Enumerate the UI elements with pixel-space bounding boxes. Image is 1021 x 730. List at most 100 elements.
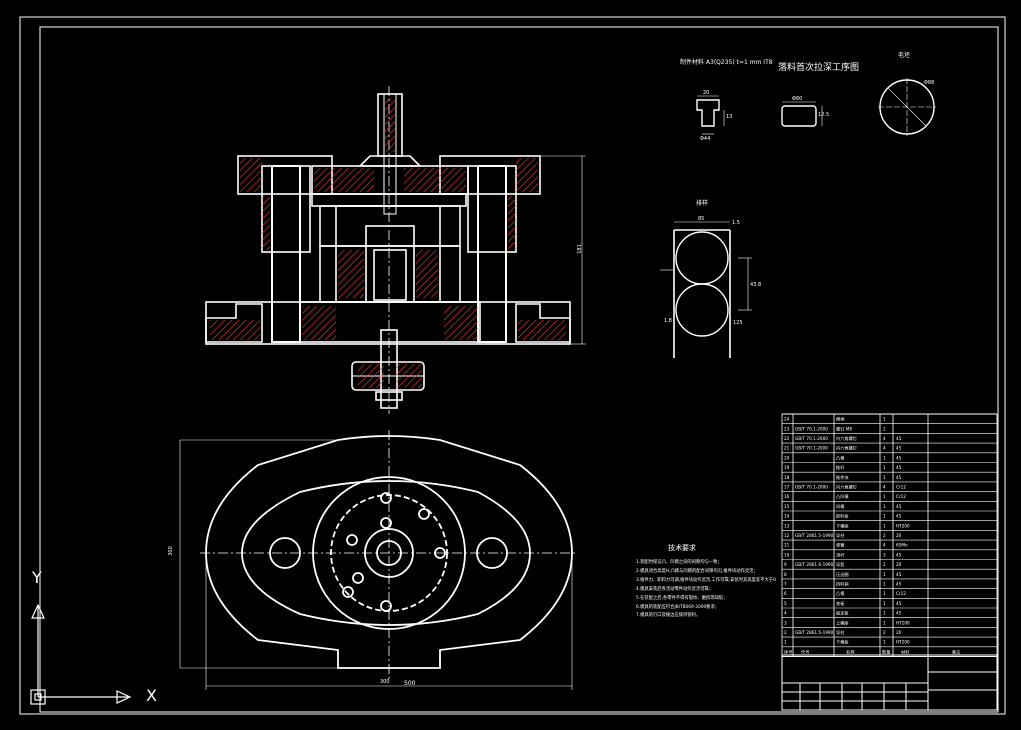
dim-blank-dia: Φ88 [924, 80, 935, 86]
bom-cell-name: 导柱 [836, 532, 845, 539]
bom-cell-no: 6 [784, 591, 787, 596]
plan-view [179, 430, 578, 690]
bom-cell-no: 15 [784, 504, 790, 509]
bom-cell-mat: HT200 [896, 640, 910, 645]
dim-strip-gap: 1.5 [732, 220, 740, 226]
bom-cell-mat: 45 [896, 436, 902, 441]
bom-cell-mat: HT200 [896, 523, 910, 528]
bom-cell-mat: Cr12 [896, 485, 906, 490]
bom-cell-std: GB/T 70.1-2000 [795, 485, 828, 490]
bom-cell-name: 螺钉 M8 [836, 425, 852, 432]
bom-cell-mat: 45 [896, 611, 902, 616]
bom-cell-name: 推杆 [836, 464, 845, 471]
bom-cell-qty: 1 [883, 455, 886, 460]
bom-cell-no: 9 [784, 562, 787, 567]
bom-cell-no: 13 [784, 523, 790, 528]
bom-cell-mat: 45 [896, 601, 902, 606]
dim-dish-dia: Φ80 [792, 96, 803, 102]
bom-cell-qty: 1 [883, 514, 886, 519]
dim-plate-width-2: 500 [404, 680, 416, 687]
bom-header-mat: 材料 [901, 648, 910, 655]
bom-cell-name: 内六角螺钉 [836, 484, 858, 491]
dim-cup-dia: Φ44 [700, 136, 711, 142]
bom-cell-name: 固定板 [836, 610, 849, 617]
bom-cell-qty: 1 [883, 582, 886, 587]
tech-req-line: 4.模具安装后各活动零件动作灵活可靠； [636, 586, 714, 592]
bom-cell-no: 10 [784, 552, 790, 557]
bom-cell-qty: 4 [883, 436, 886, 441]
bom-cell-name: 凹模 [836, 503, 845, 510]
bom-cell-mat: 45 [896, 514, 902, 519]
bom-cell-qty: 1 [883, 572, 886, 577]
bom-cell-name: 凸凹模 [836, 493, 849, 500]
bom-cell-qty: 2 [883, 426, 886, 431]
bom-header-note: 备注 [952, 648, 961, 655]
bom-cell-name: 凸模 [836, 454, 845, 461]
dim-plate-height: 300 [167, 546, 174, 556]
bom-cell-name: 弹簧 [836, 542, 844, 549]
bom-cell-mat: 20 [896, 533, 902, 538]
bom-cell-no: 18 [784, 475, 790, 480]
tech-req-line: 1.装配时保证凸、凹模之间的间隙均匀一致； [636, 560, 722, 565]
dim-strip-edge: 1.8 [664, 318, 672, 324]
tech-req-line: 6.模具的装配应符合JB/T8069-2000要求； [636, 604, 720, 610]
bom-cell-mat: 20 [896, 630, 902, 635]
tech-req-line: 7.模具的刃口及棱边应保持锐利。 [636, 613, 701, 619]
bom-cell-no: 5 [784, 601, 787, 606]
bom-cell-mat: 45 [896, 475, 902, 480]
top-note: 制件材料 A3(Q235) t=1 mm IT8 [680, 59, 773, 66]
bom-cell-std: GB/T 2861.5-1990 [795, 533, 834, 538]
bom-cell-no: 1 [784, 640, 787, 645]
bom-cell-mat: 20 [896, 562, 902, 567]
bom-cell-no: 16 [784, 494, 790, 499]
bom-cell-qty: 2 [883, 630, 886, 635]
bom-cell-no: 11 [784, 543, 790, 548]
tech-req-line: 3.推件力、卸料力可调,推件块动作灵活,工作可靠,安装时其高度差不大于0.2mm… [636, 577, 776, 583]
bom-header-std: 代号 [801, 648, 809, 655]
inner-frame [39, 26, 999, 713]
bom-cell-name: 上模座 [836, 619, 849, 626]
bom-cell-qty: 4 [883, 446, 886, 451]
bom-cell-std: GB/T 70.1-2000 [795, 436, 828, 441]
bom-cell-name: 挡料销 [836, 581, 849, 588]
bom-cell-mat: 45 [896, 446, 902, 451]
bom-cell-name: 内六角螺钉 [836, 445, 858, 452]
bom-cell-qty: 1 [883, 591, 886, 596]
bom-cell-qty: 1 [883, 620, 886, 625]
bom-cell-std: GB/T 70.1-2000 [795, 446, 828, 451]
bom-cell-no: 2 [784, 630, 787, 635]
dim-height: 181 [576, 244, 583, 254]
bom-cell-no: 17 [784, 485, 790, 490]
dim-cup-h: 13 [726, 114, 733, 120]
tech-req-title: 技术要求 [668, 544, 696, 552]
axis-x-label: X [146, 686, 157, 705]
bom-cell-qty: 1 [883, 601, 886, 606]
bom-cell-name: 导套 [836, 561, 845, 568]
bom-cell-no: 3 [784, 620, 787, 625]
bom-cell-no: 12 [784, 533, 790, 538]
bom-cell-std: GB/T 70.1-2000 [795, 426, 828, 431]
bom-cell-qty: 3 [883, 552, 886, 557]
bom-cell-no: 8 [784, 572, 787, 577]
outer-frame [19, 16, 1006, 715]
bom-cell-qty: 1 [883, 640, 886, 645]
bom-cell-std: GB/T 2861.5-1990 [795, 630, 834, 635]
bom-cell-name: 卸料板 [836, 513, 849, 520]
bom-cell-mat: 65Mn [896, 543, 908, 548]
tech-req-line: 2.模具闭合高度H,凸模与凹模的配合间隙均匀,推件块动作灵活； [636, 568, 758, 574]
bom-cell-mat: 45 [896, 455, 902, 460]
blank-label: 毛坯 [898, 52, 911, 59]
section-view [205, 86, 586, 414]
bom-cell-mat: 45 [896, 465, 902, 470]
bom-header-name: 名称 [846, 648, 854, 655]
bom-cell-mat: Cr12 [896, 591, 906, 596]
bom-cell-mat: 45 [896, 504, 902, 509]
dim-strip-edge2: 125 [733, 320, 743, 326]
dim-dish-h: 12.5 [818, 112, 830, 118]
bom-cell-qty: 1 [883, 494, 886, 499]
process-title: 落料首次拉深工序图 [778, 63, 860, 73]
section-hatching [210, 98, 566, 388]
bom-cell-qty: 2 [883, 533, 886, 538]
dim-strip-w: 85 [698, 216, 705, 222]
